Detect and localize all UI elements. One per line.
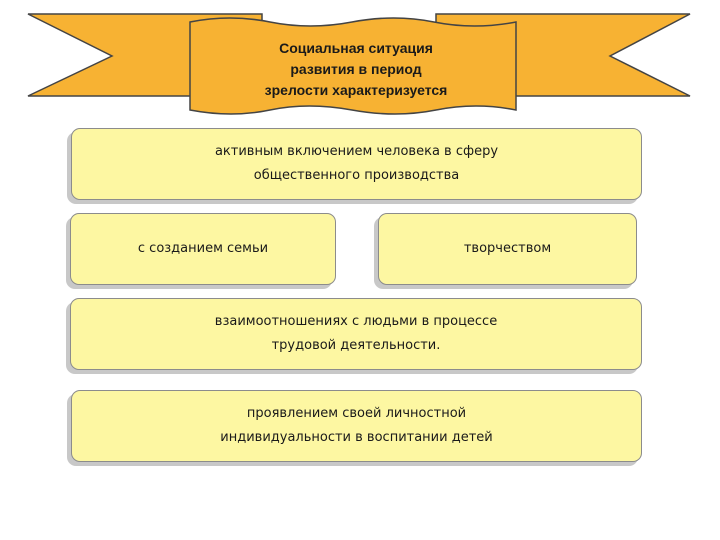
box-text-line: творчеством (463, 241, 552, 256)
box-family-creation: с созданием семьи (70, 213, 336, 285)
box-text-line: общественного производства (253, 168, 460, 183)
banner-title: Социальная ситуация развития в период зр… (200, 38, 512, 101)
box-text-line: трудовой деятельности. (271, 338, 441, 353)
ribbon-center-panel (189, 17, 517, 115)
banner-title-line-2: развития в период (290, 61, 422, 77)
ribbon-banner (27, 13, 691, 115)
box-text-line: активным включением человека в сферу (214, 144, 499, 159)
box-text-line: индивидуальности в воспитании детей (220, 430, 493, 445)
box-text-line: проявлением своей личностной (246, 406, 467, 421)
box-individuality-parenting: проявлением своей личностной индивидуаль… (71, 390, 642, 462)
banner-title-line-1: Социальная ситуация (279, 40, 433, 56)
box-creativity: творчеством (378, 213, 637, 285)
box-production-involvement: активным включением человека в сферу общ… (71, 128, 642, 200)
banner-title-line-3: зрелости характеризуется (264, 82, 448, 98)
box-work-relationships: взаимоотношениях с людьми в процессе тру… (70, 298, 642, 370)
box-text-line: взаимоотношениях с людьми в процессе (214, 314, 498, 329)
box-text-line: с созданием семьи (137, 241, 269, 256)
